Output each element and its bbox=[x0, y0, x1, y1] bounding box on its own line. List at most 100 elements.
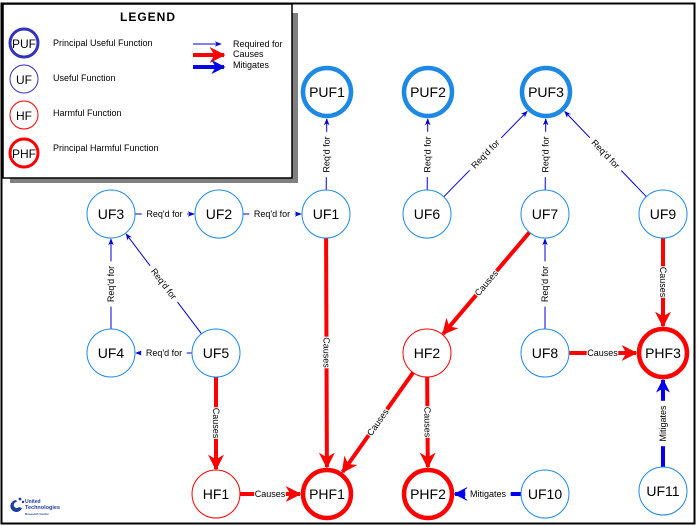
edge-label-group: Mitigates bbox=[465, 489, 511, 499]
edge-label-group: Causes bbox=[586, 348, 619, 358]
legend-item-uf: UF Useful Function bbox=[9, 64, 116, 94]
node-puf1[interactable]: PUF1 bbox=[300, 65, 354, 119]
node-label: HF1 bbox=[203, 486, 230, 502]
logo-mark-icon bbox=[10, 500, 22, 512]
node-uf4[interactable]: UF4 bbox=[86, 328, 136, 378]
edge-label-background bbox=[472, 267, 501, 299]
node-circle bbox=[401, 65, 455, 119]
node-uf8[interactable]: UF8 bbox=[520, 328, 570, 378]
node-phf2[interactable]: PHF2 bbox=[401, 467, 455, 521]
edge-label-background bbox=[586, 134, 625, 174]
edge-label-group: Req'd for bbox=[249, 209, 295, 219]
node-circle bbox=[300, 467, 354, 521]
node-circle bbox=[86, 189, 136, 239]
node-label: PUF2 bbox=[410, 84, 446, 100]
logo-line3: Research Center bbox=[25, 512, 50, 516]
node-label: PHF3 bbox=[645, 345, 681, 361]
node-label: UF9 bbox=[650, 206, 677, 222]
legend-item-puf: PUF Principal Useful Function bbox=[8, 27, 153, 59]
node-label: UF10 bbox=[528, 486, 562, 502]
node-circle bbox=[520, 189, 570, 239]
edge-label-group: Req'd for bbox=[422, 131, 433, 178]
edge-label-background bbox=[540, 131, 551, 178]
edge-label-background bbox=[465, 489, 511, 499]
legend-required-label: Required for bbox=[233, 39, 283, 49]
edge-label-background bbox=[658, 266, 668, 298]
node-label: HF2 bbox=[414, 345, 441, 361]
legend-puf-abbr: PUF bbox=[12, 37, 36, 51]
node-hf2[interactable]: HF2 bbox=[402, 328, 452, 378]
legend-hf-abbr: HF bbox=[16, 109, 32, 123]
node-uf5[interactable]: UF5 bbox=[191, 328, 241, 378]
edge-label-background bbox=[249, 209, 295, 219]
edge-label-group: Causes bbox=[422, 406, 433, 438]
node-label: PUF1 bbox=[309, 84, 345, 100]
edge-req-uf3-to-uf2: Req'd for bbox=[135, 209, 195, 219]
node-puf3[interactable]: PUF3 bbox=[519, 65, 573, 119]
legend-edge-required: Required for bbox=[193, 39, 283, 49]
edge-label-group: Req'd for bbox=[540, 131, 551, 178]
node-uf1[interactable]: UF1 bbox=[301, 189, 351, 239]
edge-req-uf2-to-uf1: Req'd for bbox=[243, 209, 302, 219]
legend-phf-label: Principal Harmful Function bbox=[53, 143, 159, 153]
edge-label-background bbox=[658, 400, 668, 447]
legend-box bbox=[2, 3, 293, 179]
edge-causes-hf2-to-phf2: Causes bbox=[419, 376, 436, 469]
legend-edge-mitigates: Mitigates bbox=[193, 60, 270, 74]
edge-causes-uf8-to-phf3: Causes bbox=[569, 345, 638, 361]
edge-label-background bbox=[422, 131, 433, 178]
node-puf2[interactable]: PUF2 bbox=[401, 65, 455, 119]
node-uf6[interactable]: UF6 bbox=[402, 189, 452, 239]
edge-req-uf5-to-uf4: Req'd for bbox=[135, 348, 192, 358]
edge-mitigates-uf11-to-phf3: Mitigates bbox=[656, 378, 670, 467]
legend-phf-abbr: PHF bbox=[12, 147, 36, 161]
node-uf9[interactable]: UF9 bbox=[638, 189, 688, 239]
edge-label: Causes bbox=[321, 337, 331, 368]
node-phf3[interactable]: PHF3 bbox=[636, 326, 690, 380]
legend-puf-circle-icon bbox=[8, 27, 40, 59]
edge-label: Causes bbox=[658, 267, 668, 298]
node-circle bbox=[636, 326, 690, 380]
node-label: UF4 bbox=[98, 345, 125, 361]
node-phf1[interactable]: PHF1 bbox=[300, 467, 354, 521]
node-circle bbox=[191, 328, 241, 378]
node-label: UF11 bbox=[646, 483, 679, 499]
node-uf11[interactable]: UF11 bbox=[638, 466, 688, 516]
edge-label-background bbox=[364, 406, 392, 439]
edge-req-uf6-to-puf2: Req'd for bbox=[422, 118, 433, 191]
node-circle bbox=[638, 189, 688, 239]
node-circle bbox=[402, 189, 452, 239]
edge-label: Req'd for bbox=[106, 266, 116, 302]
edge-label: Causes bbox=[211, 408, 221, 439]
edge-label-background bbox=[586, 348, 619, 358]
node-label: PHF2 bbox=[410, 486, 446, 502]
node-circle bbox=[402, 328, 452, 378]
edge-causes-uf1-to-phf1: Causes bbox=[318, 237, 335, 469]
edge-req-uf1-to-puf1: Req'd for bbox=[321, 118, 332, 191]
edge-causes-hf1-to-phf1: Causes bbox=[240, 486, 302, 502]
node-uf7[interactable]: UF7 bbox=[520, 189, 570, 239]
node-uf10[interactable]: UF10 bbox=[520, 469, 570, 519]
edge-label-background bbox=[146, 262, 182, 306]
node-label: UF1 bbox=[313, 206, 340, 222]
node-circle bbox=[194, 189, 244, 239]
edge-label: Causes bbox=[422, 407, 432, 438]
edge-mitigates-uf10-to-phf2: Mitigates bbox=[453, 487, 521, 501]
edge-label-group: Mitigates bbox=[658, 400, 668, 447]
edge-label: Req'd for bbox=[254, 209, 290, 219]
edge-label: Causes bbox=[255, 489, 286, 499]
node-circle bbox=[191, 469, 241, 519]
edge-label: Req'd for bbox=[422, 136, 432, 172]
node-uf3[interactable]: UF3 bbox=[86, 189, 136, 239]
edge-label-group: Req'd for bbox=[106, 261, 116, 307]
edge-label: Req'd for bbox=[146, 209, 182, 219]
legend-puf-label: Principal Useful Function bbox=[53, 38, 153, 48]
edge-label-group: Req'd for bbox=[141, 348, 187, 358]
node-label: UF8 bbox=[532, 345, 559, 361]
node-uf2[interactable]: UF2 bbox=[194, 189, 244, 239]
node-hf1[interactable]: HF1 bbox=[191, 469, 241, 519]
legend-causes-label: Causes bbox=[233, 49, 264, 59]
legend: LEGEND PUF Principal Useful Function UF … bbox=[2, 3, 298, 183]
